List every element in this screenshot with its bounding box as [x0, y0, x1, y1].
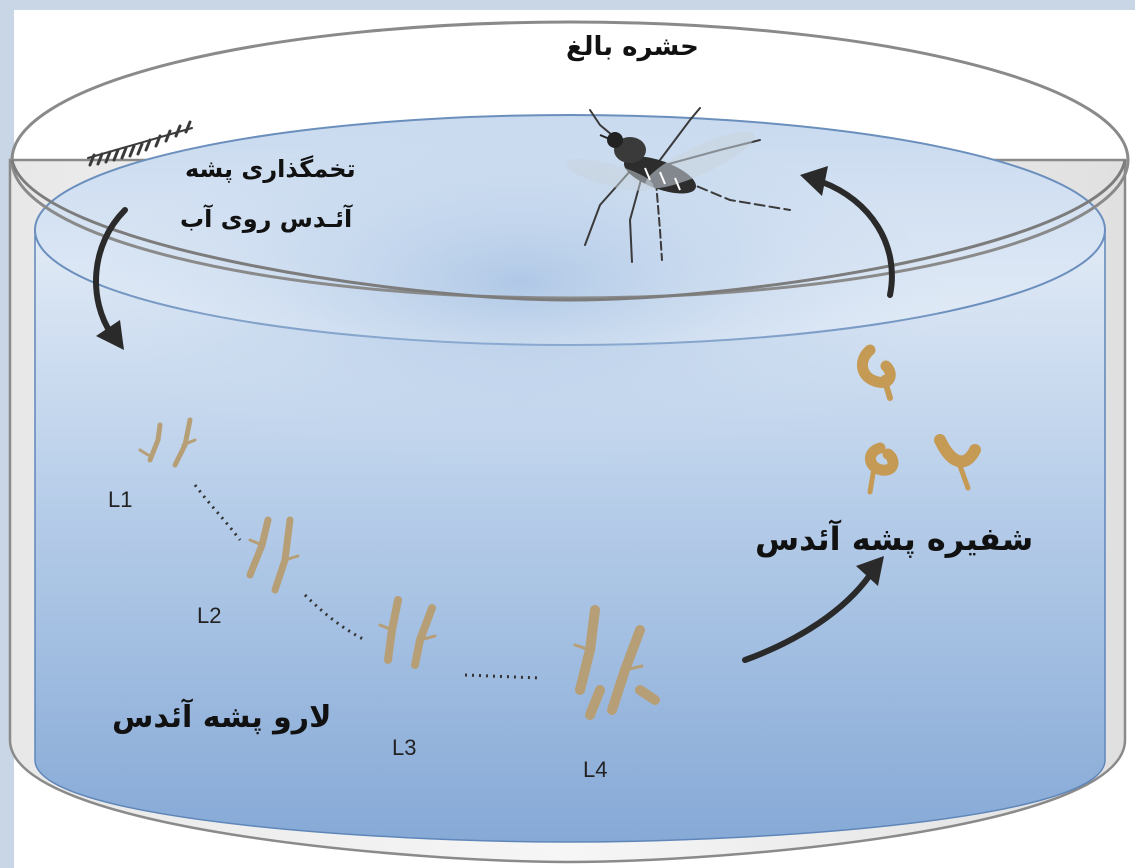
eggs-label-line1: تخمگذاری پشه: [185, 155, 356, 183]
pupa-label: شفیره پشه آئدس: [755, 520, 1033, 558]
adult-label: حشره بالغ: [566, 32, 699, 62]
eggs-label-line2: آئـدس روی آب: [180, 205, 352, 233]
larva-label: لارو پشه آئدس: [112, 700, 331, 735]
stage-label-l3: L3: [392, 735, 416, 761]
stage-label-l4: L4: [583, 757, 607, 783]
top-frame-bar: [0, 0, 1135, 10]
stage-label-l1: L1: [108, 487, 132, 513]
stage-label-l2: L2: [197, 603, 221, 629]
